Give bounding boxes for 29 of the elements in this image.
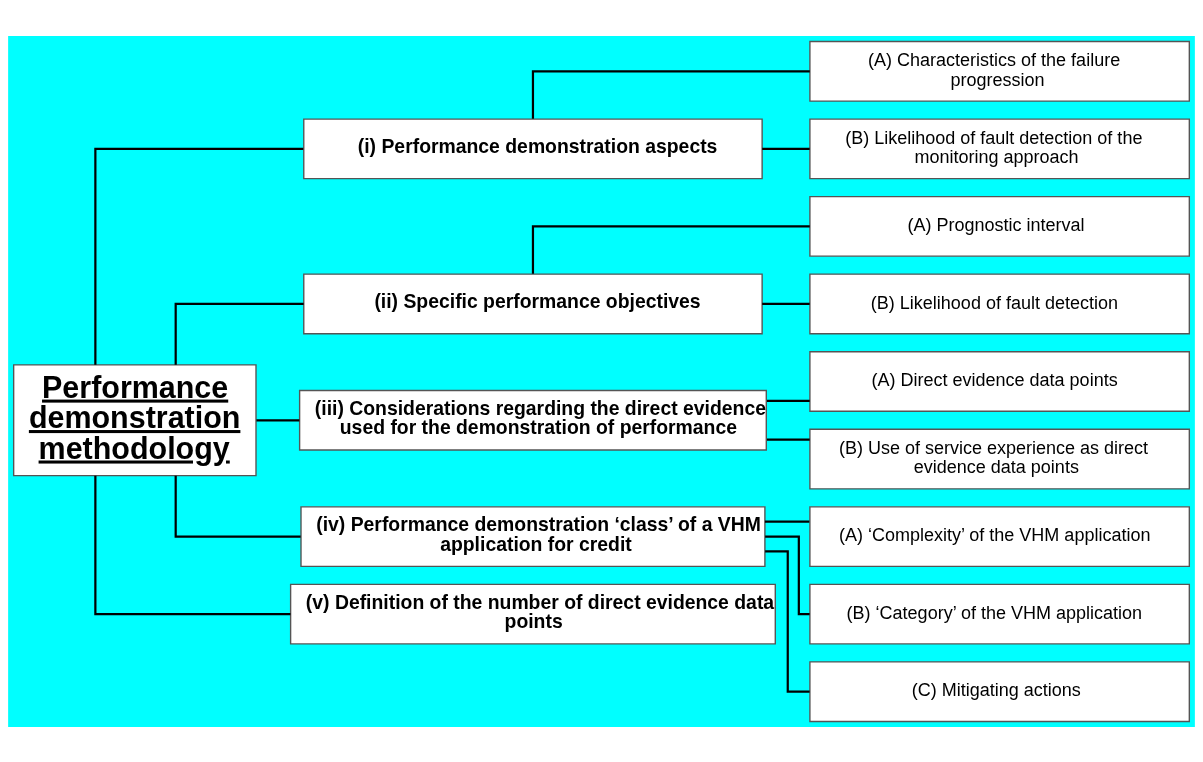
- connector: [766, 438, 810, 441]
- connector: [94, 147, 304, 365]
- connector: [766, 399, 810, 402]
- node-box: (ii) Specific performance objectives: [303, 273, 763, 334]
- connector: [531, 69, 810, 119]
- node-box: (B) Likelihood of fault detection of the monitoring approach: [809, 117, 1190, 179]
- node-box: (B) Likelihood of fault detection: [809, 273, 1190, 334]
- connector: [174, 475, 301, 538]
- connector: [531, 224, 810, 274]
- connector: [765, 535, 810, 615]
- node-box: (B) ‘Category’ of the VHM application: [809, 583, 1190, 645]
- connector: [174, 302, 304, 365]
- node-box: (i) Performance demonstration aspects: [303, 117, 763, 179]
- node-box: (iv) Performance demonstration ‘class’ of a VHM application for credit: [300, 505, 766, 567]
- node-box: Performance demonstration methodology: [13, 363, 257, 476]
- connector: [765, 549, 810, 693]
- node-box: (C) Mitigating actions: [809, 660, 1190, 722]
- node-box: (A) Direct evidence data points: [809, 350, 1190, 412]
- node-box: (B) Use of service experience as direct evidence data points: [809, 428, 1190, 489]
- node-box: (v) Definition of the number of direct evidence data points: [289, 583, 776, 645]
- connector: [762, 147, 810, 150]
- node-box: (A) Characteristics of the failure progression: [809, 40, 1190, 102]
- connector: [256, 418, 300, 421]
- node-box: (iii) Considerations regarding the direct evidence used for the demonstration of performance: [298, 389, 767, 451]
- connector: [94, 475, 291, 615]
- node-box: (A) Prognostic interval: [809, 195, 1190, 257]
- node-box: (A) ‘Complexity’ of the VHM application: [809, 505, 1190, 567]
- connector: [764, 520, 810, 523]
- connector: [762, 302, 810, 305]
